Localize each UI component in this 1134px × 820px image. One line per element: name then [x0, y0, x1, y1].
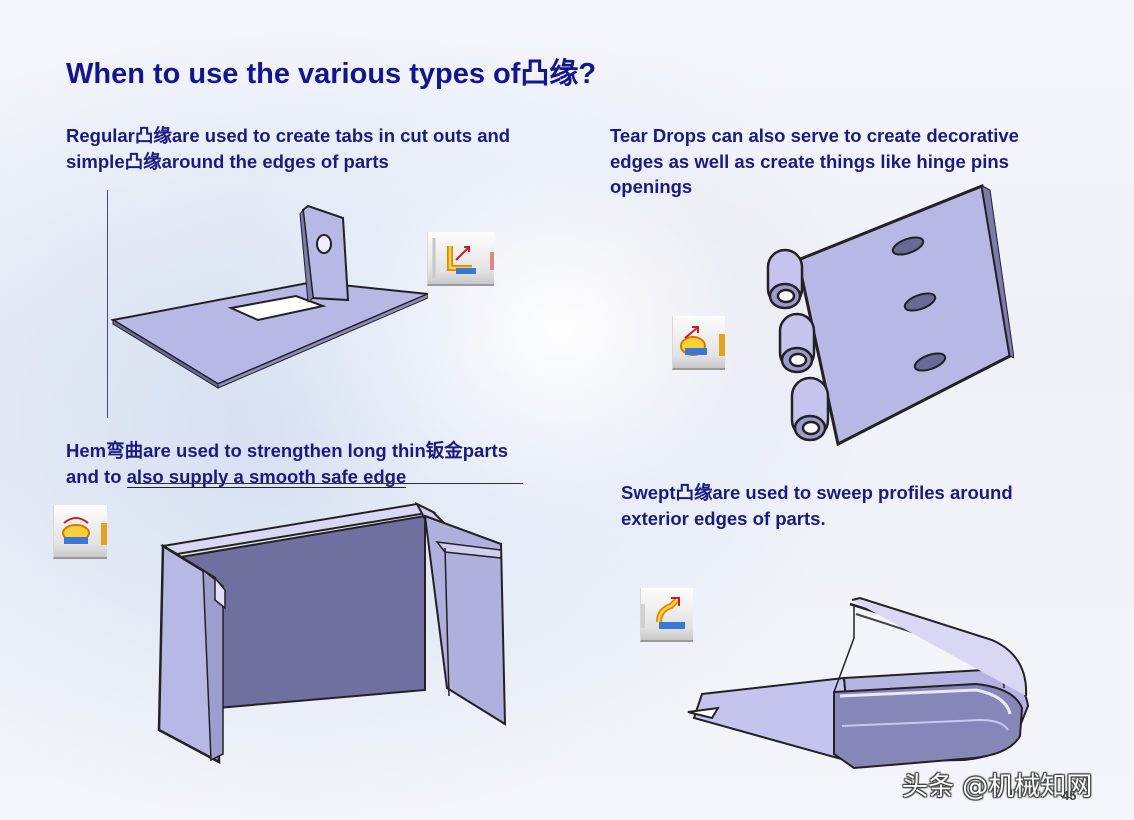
hem-illustration: [157, 501, 507, 765]
hem-description: Hem弯曲are used to strengthen long thin钣金p…: [66, 438, 508, 489]
vertical-divider: [107, 190, 108, 418]
flange-tool-icon[interactable]: [427, 232, 494, 286]
swept-flange-tool-icon[interactable]: [640, 588, 693, 642]
page-number: 45: [1062, 788, 1077, 803]
hem-line-1: Hem弯曲are used to strengthen long thin钣金p…: [66, 440, 508, 461]
hem-line-2: and to also supply a smooth safe edge: [66, 464, 508, 490]
swept-flange-description: Swept凸缘are used to sweep profiles around…: [621, 480, 1013, 531]
swept-line-1: Swept凸缘are used to sweep profiles around: [621, 482, 1013, 503]
tear-drop-illustration: [766, 183, 1014, 447]
page-title: When to use the various types of凸缘?: [66, 58, 597, 90]
hem-tool-icon[interactable]: [53, 505, 107, 559]
regular-flange-illustration: [110, 204, 428, 389]
watermark: 头条 @机械知网: [902, 772, 1093, 802]
tear-line-3: openings: [610, 176, 693, 197]
swept-flange-illustration: [687, 596, 1030, 770]
regular-flange-description: Regular凸缘are used to create tabs in cut …: [66, 123, 510, 174]
tear-line-1: Tear Drops can also serve to create deco…: [610, 125, 1019, 146]
tear-line-2: edges as well as create things like hing…: [610, 150, 1009, 172]
hem-line-2a: and to: [66, 465, 127, 487]
regular-line-1: Regular凸缘are used to create tabs in cut …: [66, 125, 511, 146]
tear-drop-description: Tear Drops can also serve to create deco…: [610, 123, 1019, 200]
tear-drop-tool-icon[interactable]: [672, 316, 725, 370]
hem-line-2b: also supply a smooth safe edge: [126, 465, 407, 488]
regular-line-2: simple凸缘around the edges of parts: [66, 150, 389, 172]
underline-rule: [135, 483, 523, 484]
swept-line-2: exterior edges of parts.: [621, 507, 826, 529]
